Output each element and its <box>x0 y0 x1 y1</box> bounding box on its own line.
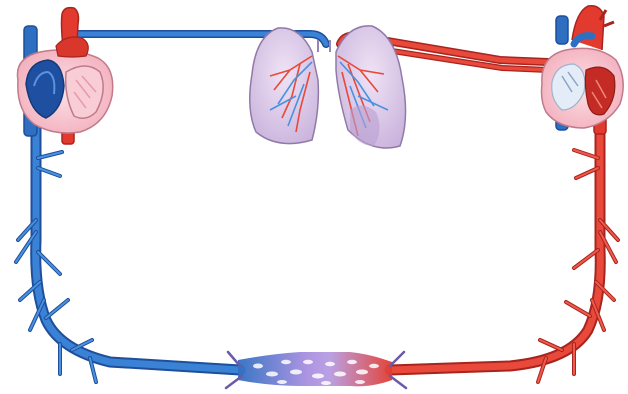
capillary-bed <box>226 352 406 388</box>
right-heart-icon <box>542 6 624 134</box>
